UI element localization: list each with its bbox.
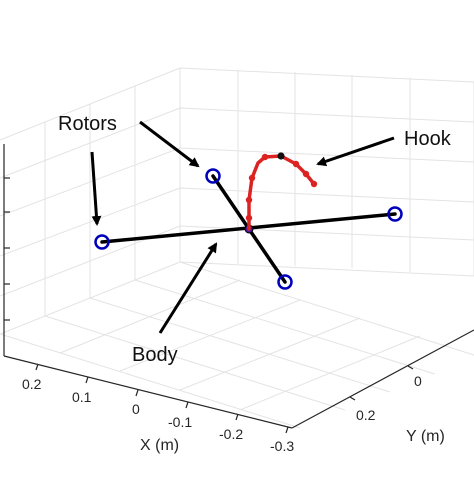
y-axis-label: Y (m) [406, 428, 445, 445]
hook-joint [248, 174, 256, 182]
grid [0, 67, 474, 429]
x-tick-label: -0.2 [219, 426, 243, 442]
x-tick-labels: 0.2 0.1 0 -0.1 -0.2 -0.3 [22, 376, 294, 454]
hook-joint [245, 196, 253, 204]
body-callout: Body [132, 344, 178, 366]
hook-cable [247, 154, 316, 231]
x-tick-label: 0 [132, 401, 140, 417]
rotor-circle [277, 274, 293, 290]
x-axis-label: X (m) [140, 437, 179, 454]
rotors-arrow-right [139, 120, 200, 168]
rotor-circle [94, 234, 110, 250]
hook-joint [310, 180, 318, 188]
hook-callout: Hook [404, 128, 452, 150]
hook [245, 152, 318, 231]
rotor-circle [205, 168, 221, 184]
rotor-circle [387, 206, 403, 222]
y-tick-label: 0.2 [356, 407, 376, 423]
hook-joint [245, 214, 253, 222]
axes-box [3, 144, 474, 434]
x-tick-label: 0.1 [72, 389, 92, 405]
rotors-callout: Rotors [58, 113, 117, 135]
hook-joint [302, 170, 310, 178]
x-tick-label: -0.1 [168, 414, 192, 430]
rotors [94, 168, 403, 290]
callout-arrows [90, 120, 395, 334]
y-tick-label: 0 [414, 373, 422, 389]
hook-joint [292, 160, 300, 168]
body-arrow [158, 242, 218, 334]
rotors-arrow-left [90, 151, 102, 226]
y-tick-labels: 0 0.2 [356, 373, 422, 423]
hook-joint [261, 153, 269, 161]
hook-arrow [316, 136, 395, 167]
x-tick-label: -0.3 [270, 438, 294, 454]
x-tick-label: 0.2 [22, 376, 42, 392]
hook-joint-dark [277, 152, 285, 160]
